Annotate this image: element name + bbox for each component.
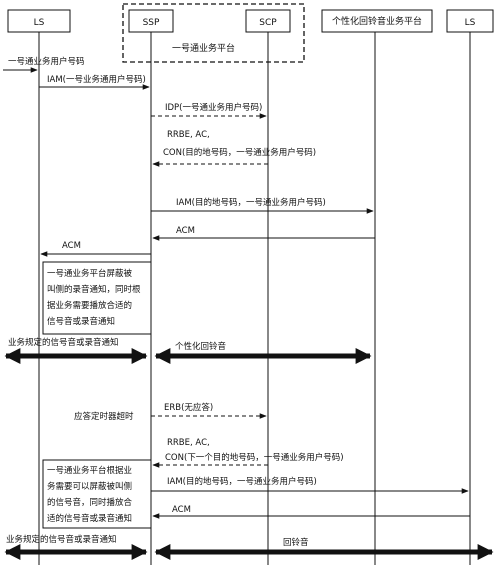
- label-con-2: CON(下一个目的地号码，一号通业务用户号码): [165, 452, 344, 463]
- entity-ls-left-label: LS: [34, 18, 45, 28]
- note-box-1: [42, 261, 152, 335]
- label-idp: IDP(一号通业务用户号码): [165, 102, 262, 113]
- entity-ls-left: LS: [7, 9, 71, 33]
- label-con-1: CON(目的地号码，一号通业务用户号码): [163, 147, 316, 158]
- note-2-line-3: 的信号音，同时播放合: [47, 497, 133, 508]
- entity-ls-right-label: LS: [465, 18, 476, 28]
- note-1-line-2: 叫侧的录音通知，同时根: [47, 284, 141, 295]
- label-iam-2: IAM(目的地号码，一号通业务用户号码): [176, 197, 326, 208]
- entity-ls-right: LS: [446, 9, 494, 33]
- entity-scp-label: SCP: [259, 18, 277, 28]
- platform-group-label: 一号通业务平台: [172, 42, 235, 54]
- note-box-2: [42, 459, 152, 529]
- label-acm-2: ACM: [62, 241, 81, 251]
- note-2-line-4: 适的信号音或录音通知: [47, 513, 132, 524]
- note-2-line-1: 一号通业务平台根据业: [47, 465, 132, 476]
- note-1-line-1: 一号通业务平台屏蔽被: [47, 268, 133, 279]
- note-1-line-3: 据业务需要播放合适的: [47, 300, 132, 311]
- entity-crbt-platform: 个性化回铃音业务平台: [321, 9, 433, 33]
- note-1-line-4: 信号音或录音通知: [47, 316, 115, 327]
- entity-crbt-platform-label: 个性化回铃音业务平台: [332, 15, 422, 27]
- label-iam-1: IAM(一号业务通用户号码): [47, 74, 146, 85]
- label-iam-3: IAM(目的地号码，一号通业务用户号码): [167, 476, 317, 487]
- label-rrbe-ac-1: RRBE, AC,: [167, 130, 210, 140]
- label-acm-1: ACM: [176, 226, 195, 236]
- label-speech-left-2: 业务规定的信号音或录音通知: [6, 534, 117, 545]
- label-speech-left-1: 业务规定的信号音或录音通知: [8, 337, 119, 348]
- label-acm-3: ACM: [172, 505, 191, 515]
- label-erb: ERB(无应答): [164, 402, 213, 413]
- label-speech-right-1: 个性化回铃音: [175, 341, 227, 352]
- label-incoming-call: 一号通业务用户号码: [8, 56, 85, 67]
- entity-scp: SCP: [245, 9, 291, 33]
- note-2-line-2: 务需要可以屏蔽被叫侧: [47, 481, 132, 492]
- entity-ssp: SSP: [128, 9, 174, 33]
- platform-group-box: [122, 3, 305, 63]
- label-speech-right-2: 回铃音: [283, 537, 309, 548]
- entity-ssp-label: SSP: [143, 18, 160, 28]
- label-timer-expired: 应答定时器超时: [74, 411, 134, 422]
- label-rrbe-ac-2: RRBE, AC,: [167, 438, 210, 448]
